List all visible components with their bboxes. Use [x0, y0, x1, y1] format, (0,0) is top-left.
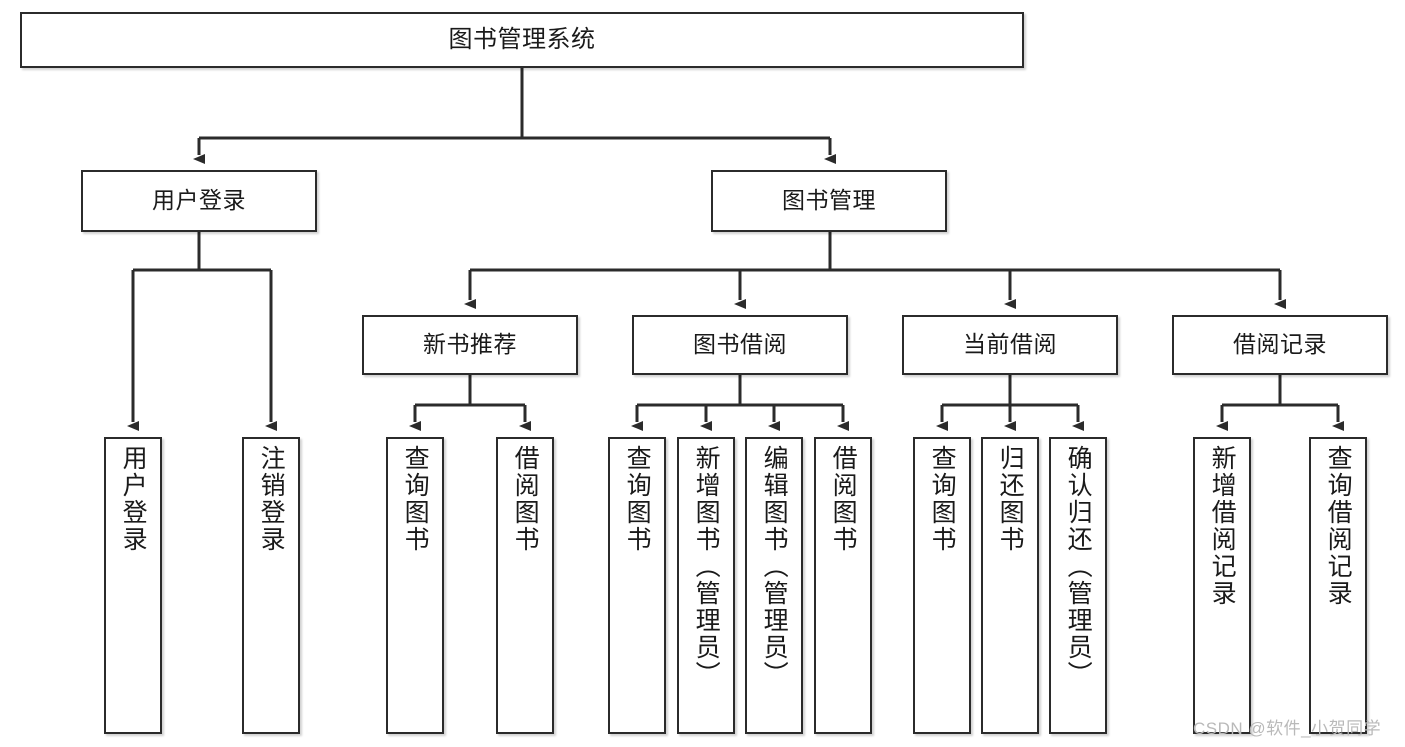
node-leaf-user-login-label: 用户登录: [119, 445, 148, 553]
node-new-book-rec-label: 新书推荐: [423, 331, 517, 358]
node-leaf-borrow-book-1-label: 借阅图书: [511, 445, 540, 553]
node-leaf-query-book-2-label: 查询图书: [623, 445, 652, 553]
node-borrow-record[interactable]: 借阅记录: [1172, 315, 1388, 375]
node-leaf-user-login[interactable]: 用户登录: [104, 437, 162, 734]
node-user-login[interactable]: 用户登录: [81, 170, 317, 232]
node-leaf-add-book-label: 新增图书（管理员）: [692, 445, 721, 688]
node-leaf-logout-label: 注销登录: [257, 445, 286, 553]
node-user-login-label: 用户登录: [152, 187, 246, 214]
node-leaf-borrow-book-2[interactable]: 借阅图书: [814, 437, 872, 734]
node-leaf-add-record[interactable]: 新增借阅记录: [1193, 437, 1251, 734]
node-book-manage-label: 图书管理: [782, 187, 876, 214]
node-current-borrow-label: 当前借阅: [963, 331, 1057, 358]
node-leaf-query-record[interactable]: 查询借阅记录: [1309, 437, 1367, 734]
node-leaf-query-book-3-label: 查询图书: [928, 445, 957, 553]
node-new-book-rec[interactable]: 新书推荐: [362, 315, 578, 375]
node-leaf-edit-book-label: 编辑图书（管理员）: [760, 445, 789, 688]
node-leaf-confirm-return-label: 确认归还（管理员）: [1064, 445, 1093, 688]
node-book-borrow[interactable]: 图书借阅: [632, 315, 848, 375]
node-leaf-logout[interactable]: 注销登录: [242, 437, 300, 734]
node-leaf-borrow-book-1[interactable]: 借阅图书: [496, 437, 554, 734]
node-leaf-add-book[interactable]: 新增图书（管理员）: [677, 437, 735, 734]
node-book-borrow-label: 图书借阅: [693, 331, 787, 358]
node-leaf-add-record-label: 新增借阅记录: [1208, 445, 1237, 607]
node-root-label: 图书管理系统: [448, 25, 596, 53]
node-leaf-return-book[interactable]: 归还图书: [981, 437, 1039, 734]
node-leaf-query-book-1-label: 查询图书: [401, 445, 430, 553]
node-root[interactable]: 图书管理系统: [20, 12, 1024, 68]
node-leaf-return-book-label: 归还图书: [996, 445, 1025, 553]
watermark-text: CSDN @软件_小贺同学: [1193, 719, 1382, 738]
node-leaf-borrow-book-2-label: 借阅图书: [829, 445, 858, 553]
node-borrow-record-label: 借阅记录: [1233, 331, 1327, 358]
node-book-manage[interactable]: 图书管理: [711, 170, 947, 232]
node-leaf-confirm-return[interactable]: 确认归还（管理员）: [1049, 437, 1107, 734]
node-current-borrow[interactable]: 当前借阅: [902, 315, 1118, 375]
node-leaf-query-record-label: 查询借阅记录: [1324, 445, 1353, 607]
node-leaf-query-book-2[interactable]: 查询图书: [608, 437, 666, 734]
node-leaf-query-book-3[interactable]: 查询图书: [913, 437, 971, 734]
node-leaf-edit-book[interactable]: 编辑图书（管理员）: [745, 437, 803, 734]
node-leaf-query-book-1[interactable]: 查询图书: [386, 437, 444, 734]
